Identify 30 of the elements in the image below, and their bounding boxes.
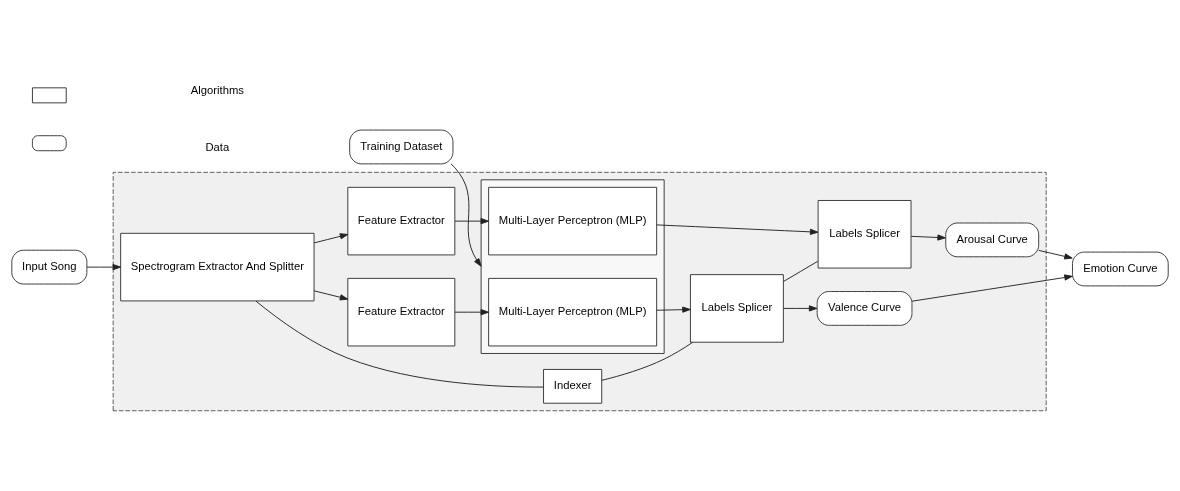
arrow <box>910 233 946 241</box>
node-box: Feature Extractor <box>347 277 456 346</box>
connector <box>783 260 819 282</box>
arrow <box>454 217 490 224</box>
connector <box>601 341 693 381</box>
arrow <box>313 289 349 300</box>
connector <box>255 300 544 388</box>
arrow <box>86 263 122 270</box>
arrow <box>656 306 691 313</box>
node-box: Labels Splicer <box>689 273 784 343</box>
arrow <box>454 308 490 315</box>
arrow <box>450 162 482 267</box>
arrow <box>1038 249 1073 259</box>
legend-label: Algorithms <box>190 83 244 96</box>
node-box: Multi-Layer Perceptron (MLP) <box>488 277 658 346</box>
node-box: Valence Curve <box>816 290 913 326</box>
node-box: Labels Splicer <box>817 199 912 269</box>
node-box: Emotion Curve <box>1072 251 1169 286</box>
arrow <box>656 223 819 235</box>
node-box: Feature Extractor <box>347 186 456 255</box>
node-box: Input Song <box>11 249 88 284</box>
arrow <box>783 304 818 312</box>
node-box: Arousal Curve <box>945 222 1040 257</box>
arrow <box>313 232 349 243</box>
node-box: Multi-Layer Perceptron (MLP) <box>488 186 658 255</box>
node-box: Training Dataset <box>349 129 454 164</box>
arrow <box>911 273 1073 302</box>
node-box: Indexer <box>543 368 603 404</box>
node-box: Spectrogram Extractor And Splitter <box>120 232 315 301</box>
legend-label: Data <box>205 140 230 153</box>
